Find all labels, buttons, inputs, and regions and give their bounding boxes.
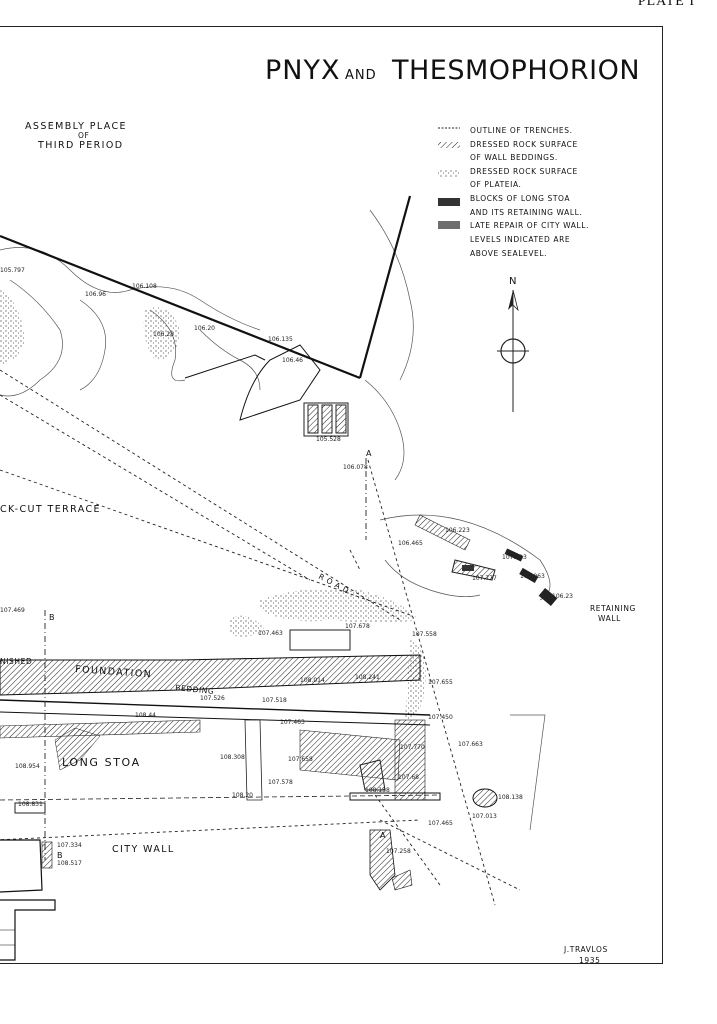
plate-number: PLATE I <box>637 0 695 9</box>
label-rock-cut-terrace: CK-CUT TERRACE <box>0 504 101 515</box>
title-pnyx: PNYX <box>265 55 340 86</box>
svg-text:108.517: 108.517 <box>57 860 82 867</box>
svg-text:107.913: 107.913 <box>502 554 527 561</box>
svg-text:105.528: 105.528 <box>316 436 341 443</box>
label-bedding: BEDDING <box>175 683 215 696</box>
svg-text:108.138: 108.138 <box>498 794 523 801</box>
rock-cutting-feature <box>472 714 546 831</box>
svg-text:107.518: 107.518 <box>262 697 287 704</box>
map-frame <box>0 26 663 964</box>
svg-text:107.777: 107.777 <box>472 575 497 582</box>
svg-text:J.TRAVLOS: J.TRAVLOS <box>563 945 608 954</box>
svg-text:107.658: 107.658 <box>288 756 313 763</box>
svg-text:ASSEMBLY PLACE: ASSEMBLY PLACE <box>25 121 127 132</box>
svg-text:107.678: 107.678 <box>345 623 370 630</box>
legend-swatch-stoa <box>438 198 460 206</box>
svg-text:105.797: 105.797 <box>0 267 25 274</box>
svg-text:THIRD PERIOD: THIRD PERIOD <box>37 140 123 151</box>
assembly-place-label: ASSEMBLY PLACE OF THIRD PERIOD <box>25 121 127 151</box>
svg-text:106.96: 106.96 <box>85 291 106 298</box>
label-retaining-2: WALL <box>598 614 621 623</box>
svg-text:107.463: 107.463 <box>258 630 283 637</box>
legend-swatch-plateia <box>438 170 460 177</box>
label-retaining-1: RETAINING <box>590 604 636 613</box>
north-arrow-icon: N <box>497 276 529 412</box>
legend-text-6: BLOCKS OF LONG STOA <box>470 194 570 203</box>
long-stoa-plan <box>0 629 441 814</box>
terrace-edges <box>0 195 412 421</box>
svg-text:N: N <box>509 276 516 287</box>
svg-text:106.223: 106.223 <box>445 527 470 534</box>
svg-text:OF: OF <box>78 131 89 140</box>
svg-text:107.558: 107.558 <box>412 631 437 638</box>
legend-swatch-beddings <box>438 142 460 148</box>
legend-swatch-city-wall <box>438 221 460 229</box>
legend-text-10: ABOVE SEALEVEL. <box>470 249 547 258</box>
svg-text:108.308: 108.308 <box>220 754 245 761</box>
title-thesmophorion: THESMOPHORION <box>391 55 640 86</box>
svg-text:107.450: 107.450 <box>428 714 453 721</box>
legend-text-3: OF WALL BEDDINGS. <box>470 153 558 162</box>
label-city-wall: CITY WALL <box>112 844 175 855</box>
plateia-dressed-rock <box>0 290 426 720</box>
section-b-label-bottom: B <box>57 851 63 860</box>
label-finished: NISHED <box>0 657 32 666</box>
svg-text:106.23: 106.23 <box>552 593 573 600</box>
svg-text:108.44: 108.44 <box>135 712 156 719</box>
svg-text:108.014: 108.014 <box>300 677 325 684</box>
svg-text:107.578: 107.578 <box>268 779 293 786</box>
svg-text:107.465: 107.465 <box>428 820 453 827</box>
svg-text:106.108: 106.108 <box>132 283 157 290</box>
label-long-stoa: LONG STOA <box>62 756 141 769</box>
svg-text:107.469: 107.469 <box>0 607 25 614</box>
city-wall-remains <box>0 829 413 961</box>
svg-text:108.138: 108.138 <box>365 787 390 794</box>
legend-text-2: DRESSED ROCK SURFACE <box>470 140 578 149</box>
svg-text:106.135: 106.135 <box>268 336 293 343</box>
section-a-label-top: A <box>366 449 372 458</box>
svg-text:105.063: 105.063 <box>520 573 545 580</box>
svg-text:108.241: 108.241 <box>355 674 380 681</box>
legend-text-1: OUTLINE OF TRENCHES. <box>470 126 573 135</box>
svg-text:107.663: 107.663 <box>458 741 483 748</box>
svg-text:1935: 1935 <box>579 956 601 965</box>
svg-text:108.831: 108.831 <box>18 801 43 808</box>
svg-text:108.20: 108.20 <box>232 792 253 799</box>
legend-text-9: LEVELS INDICATED ARE <box>470 235 570 244</box>
draftsman-signature: J.TRAVLOS 1935 <box>563 945 608 965</box>
svg-text:106.46: 106.46 <box>282 357 303 364</box>
svg-text:107.68: 107.68 <box>398 774 419 781</box>
legend-text-7: AND ITS RETAINING WALL. <box>470 208 582 217</box>
svg-text:106.28: 106.28 <box>153 331 174 338</box>
svg-text:107.770: 107.770 <box>400 744 425 751</box>
dashed-alignments <box>0 369 521 906</box>
section-a-label-bottom: A <box>380 831 386 840</box>
legend-text-5: OF PLATEIA. <box>470 180 522 189</box>
svg-text:108.954: 108.954 <box>15 763 40 770</box>
svg-text:107.334: 107.334 <box>57 842 82 849</box>
svg-text:107.526: 107.526 <box>200 695 225 702</box>
legend: OUTLINE OF TRENCHES. DRESSED ROCK SURFAC… <box>438 126 589 258</box>
legend-text-8: LATE REPAIR OF CITY WALL. <box>470 221 589 230</box>
legend-text-4: DRESSED ROCK SURFACE <box>470 167 578 176</box>
elevation-labels: 106.108 106.96 105.797 106.135 106.20 10… <box>0 267 573 867</box>
small-building-remains <box>303 402 349 437</box>
title-and: AND <box>345 68 377 83</box>
svg-text:106.078: 106.078 <box>343 464 368 471</box>
svg-text:107.013: 107.013 <box>472 813 497 820</box>
svg-text:106.465: 106.465 <box>398 540 423 547</box>
svg-text:107.655: 107.655 <box>428 679 453 686</box>
label-foundation: FOUNDATION <box>75 664 153 680</box>
svg-text:107.463: 107.463 <box>280 719 305 726</box>
section-b-label-top: B <box>49 613 55 622</box>
svg-text:106.20: 106.20 <box>194 325 215 332</box>
svg-text:107.258: 107.258 <box>386 848 411 855</box>
retaining-wall-blocks <box>414 514 558 606</box>
